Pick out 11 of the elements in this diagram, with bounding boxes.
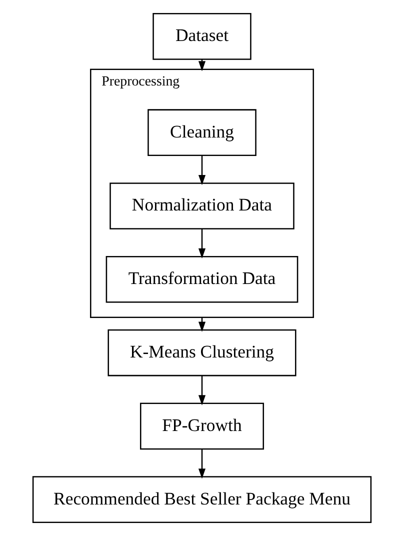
node-box: Cleaning xyxy=(147,109,256,156)
node-box: Recommended Best Seller Package Menu xyxy=(32,476,372,523)
node-box: Dataset xyxy=(152,13,251,60)
node-box: K-Means Clustering xyxy=(107,329,296,376)
node-box: Normalization Data xyxy=(109,182,294,230)
node-box: FP-Growth xyxy=(140,402,264,450)
arrow xyxy=(198,449,206,479)
arrow xyxy=(198,376,206,406)
node-box: Transformation Data xyxy=(105,256,298,303)
arrow xyxy=(198,156,206,186)
arrow xyxy=(198,228,206,259)
